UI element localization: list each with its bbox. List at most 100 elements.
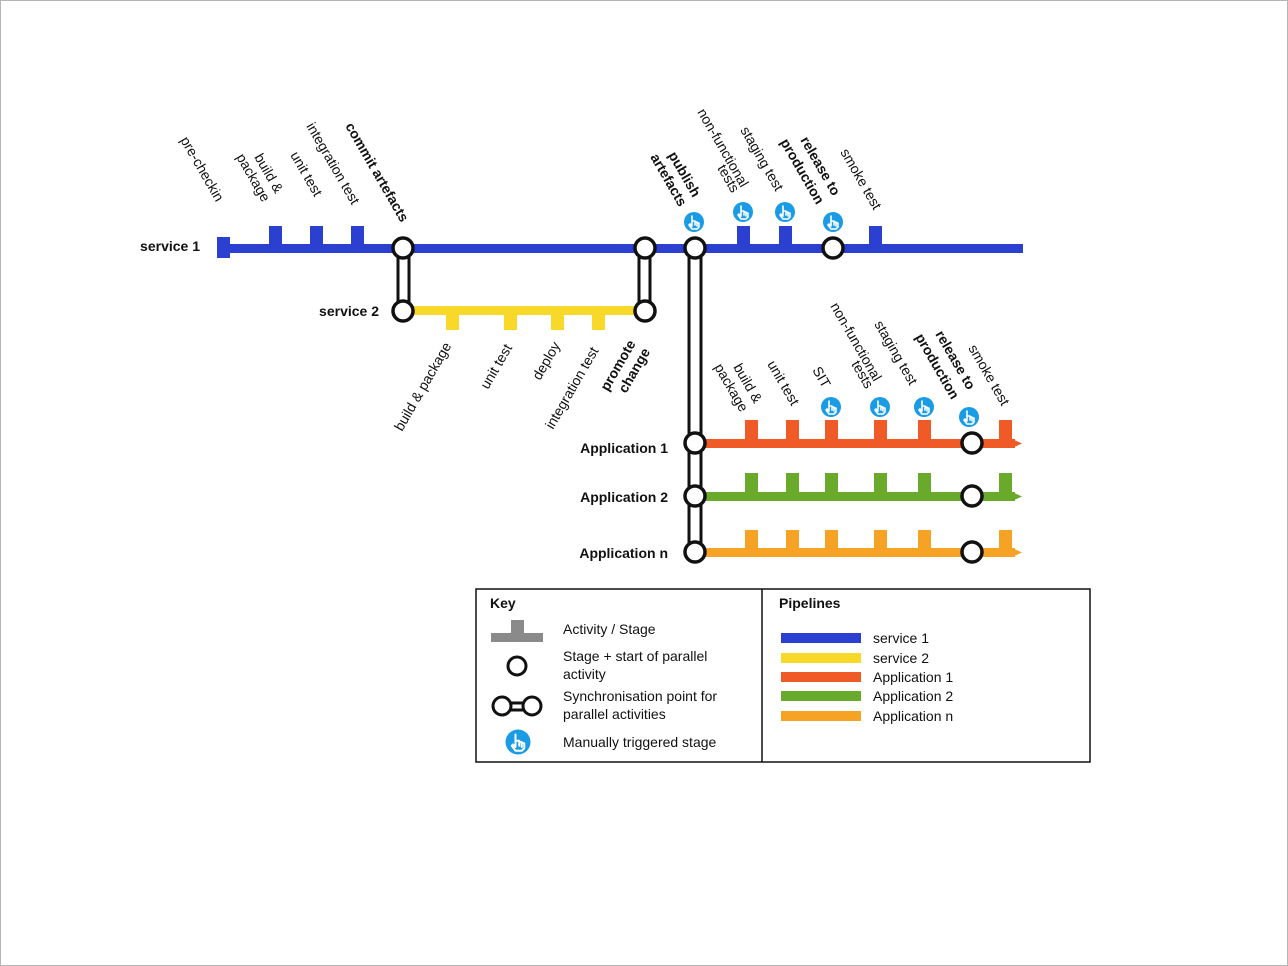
service2-stage-labels: build & package unit test deploy integra… <box>391 337 653 434</box>
sync-connectors <box>396 247 703 555</box>
circle-appN-release <box>960 540 984 564</box>
circle-promote-change <box>633 299 657 323</box>
stage-start-icon <box>506 655 528 677</box>
appN-tick <box>874 530 887 552</box>
activity-stage-icon-tick <box>511 620 524 636</box>
app1-tick <box>918 420 931 442</box>
manual-trigger-icon <box>683 211 705 233</box>
application-stage-labels: build & package unit test SIT non-functi… <box>711 300 1013 415</box>
pipeline-label: service 2 <box>873 650 929 666</box>
service1-tick-staging <box>779 226 792 248</box>
lane-label-appN: Application n <box>579 545 668 561</box>
stage-circles <box>391 236 984 564</box>
key-sync-label: Synchronisation point for <box>563 688 717 704</box>
legend-box: Key Activity / Stage Stage + start of pa… <box>475 588 1091 763</box>
manual-trigger-icon <box>958 406 980 428</box>
circle-publish-artefacts <box>683 236 707 260</box>
service2-tick-unit-test <box>504 306 517 330</box>
app2-line <box>695 492 1015 501</box>
app1-tick <box>999 420 1012 442</box>
app2-tick <box>874 473 887 495</box>
sync-point-icon <box>491 695 543 717</box>
pipeline-swatch-app2 <box>781 691 861 701</box>
service2-tick-build <box>446 306 459 330</box>
key-title: Key <box>490 595 516 611</box>
app1-tick <box>874 420 887 442</box>
pipeline-label: Application 2 <box>873 688 953 704</box>
service2-tick-deploy <box>551 306 564 330</box>
appN-tick <box>745 530 758 552</box>
app2-tick <box>786 473 799 495</box>
circle-app1-release <box>960 431 984 455</box>
pipeline-swatch-app1 <box>781 672 861 682</box>
pipeline-swatch-service1 <box>781 633 861 643</box>
pipeline-swatch-appN <box>781 711 861 721</box>
app2-lane <box>695 473 1022 501</box>
manual-trigger-icon <box>732 201 754 223</box>
manual-trigger-icon <box>504 728 532 756</box>
stage-label: unit test <box>764 358 802 409</box>
service1-start-block <box>217 237 230 258</box>
pipeline-swatch-service2 <box>781 653 861 663</box>
circle-service1-sync <box>633 236 657 260</box>
app2-tick <box>745 473 758 495</box>
lane-label-app2: Application 2 <box>580 489 668 505</box>
app2-line-end <box>1012 492 1022 501</box>
key-manual-label: Manually triggered stage <box>563 734 717 750</box>
pipeline-label: service 1 <box>873 630 929 646</box>
app1-tick <box>786 420 799 442</box>
appN-line-end <box>1012 548 1022 557</box>
app2-tick <box>825 473 838 495</box>
manual-trigger-icon <box>774 201 796 223</box>
key-sync-label: parallel activities <box>563 706 666 722</box>
circle-app2-release <box>960 484 984 508</box>
service1-line <box>217 244 1023 253</box>
service2-tick-integration <box>592 306 605 330</box>
activity-stage-icon <box>491 633 543 642</box>
appN-tick <box>918 530 931 552</box>
manual-trigger-icon <box>820 396 842 418</box>
key-stage-start-label: activity <box>563 666 606 682</box>
circle-service2-start <box>391 299 415 323</box>
stage-label: commit artefacts <box>342 120 412 225</box>
service1-tick-smoke <box>869 226 882 248</box>
app2-tick <box>999 473 1012 495</box>
app1-lane <box>695 420 1022 448</box>
appN-lane <box>695 530 1022 557</box>
service2-line <box>404 306 644 315</box>
circle-app1-start <box>683 431 707 455</box>
circle-release-production <box>821 236 845 260</box>
appN-tick <box>786 530 799 552</box>
stage-label: smoke test <box>837 146 885 213</box>
service1-tick-integration <box>351 226 364 248</box>
appN-line <box>695 548 1015 557</box>
stage-label: SIT <box>809 364 834 391</box>
service1-lane <box>217 226 1023 258</box>
stage-label: build & package <box>391 339 455 433</box>
service1-tick-build <box>269 226 282 248</box>
app2-tick <box>918 473 931 495</box>
app1-line-end <box>1012 439 1022 448</box>
pipeline-label: Application n <box>873 708 953 724</box>
lane-label-service1: service 1 <box>140 238 200 254</box>
key-activity-label: Activity / Stage <box>563 621 656 637</box>
pipelines-title: Pipelines <box>779 595 841 611</box>
service1-tick-non-functional <box>737 226 750 248</box>
service2-lane <box>404 306 644 330</box>
manual-trigger-icon <box>913 396 935 418</box>
appN-tick <box>999 530 1012 552</box>
circle-app2-start <box>683 484 707 508</box>
service1-tick-unit-test <box>310 226 323 248</box>
manual-trigger-icon <box>869 396 891 418</box>
manual-trigger-icon <box>822 211 844 233</box>
lane-label-app1: Application 1 <box>580 440 668 456</box>
pipeline-label: Application 1 <box>873 669 953 685</box>
stage-label: pre-checkin <box>177 134 227 205</box>
app1-tick <box>825 420 838 442</box>
circle-commit-artefacts <box>391 236 415 260</box>
circle-appN-start <box>683 540 707 564</box>
stage-label: unit test <box>477 341 515 392</box>
app1-line <box>695 439 1015 448</box>
